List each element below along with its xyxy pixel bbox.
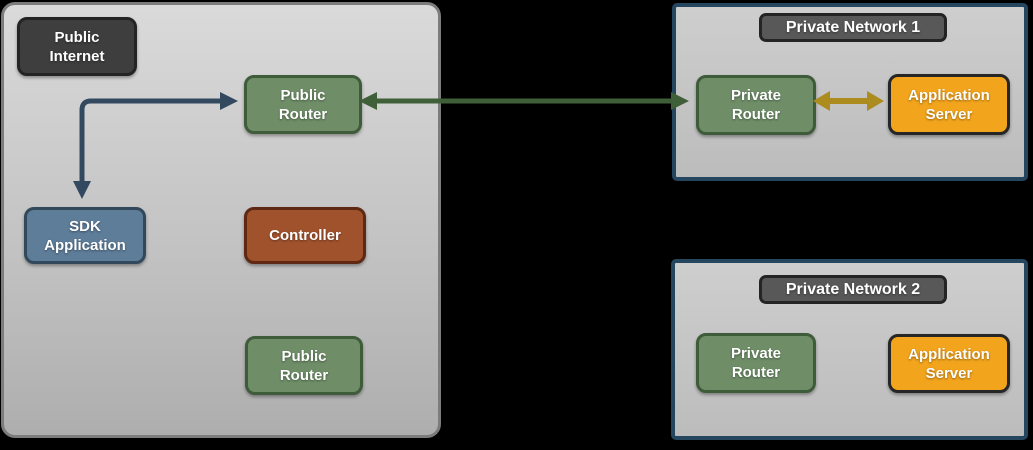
private-network-1-title: Private Network 1 — [759, 13, 947, 42]
public-internet-panel: Public Internet Public Router SDK Applic… — [1, 2, 441, 438]
private-network-1-panel: Private Network 1 Private Router Applica… — [672, 3, 1028, 181]
private-router-2-node: Private Router — [696, 333, 816, 393]
private-network-2-panel: Private Network 2 Private Router Applica… — [671, 259, 1028, 440]
private-network-2-title: Private Network 2 — [759, 275, 947, 304]
controller-node: Controller — [244, 207, 366, 264]
public-internet-label: Public Internet — [17, 17, 137, 76]
application-server-2-node: Application Server — [888, 334, 1010, 393]
private-router-1-node: Private Router — [696, 75, 816, 135]
public-router-top-node: Public Router — [244, 75, 362, 134]
public-router-bottom-node: Public Router — [245, 336, 363, 395]
sdk-application-node: SDK Application — [24, 207, 146, 264]
application-server-1-node: Application Server — [888, 74, 1010, 135]
